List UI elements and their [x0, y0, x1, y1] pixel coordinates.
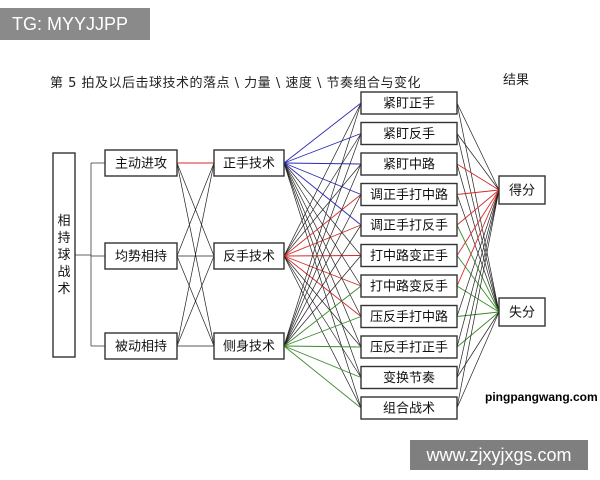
placement-node-label: 紧盯中路	[383, 157, 435, 173]
technique-node: 正手技术	[213, 149, 285, 177]
result-node: 失分	[498, 297, 546, 327]
link-c1-c2	[176, 255, 215, 347]
placement-node: 紧盯反手	[360, 121, 458, 146]
link-c2-c3	[283, 102, 362, 164]
link-c2-c3	[283, 133, 362, 347]
link-c3-c4	[456, 163, 500, 191]
placement-node-label: 组合战术	[383, 402, 435, 417]
stance-node-label: 被动相持	[115, 340, 167, 355]
link-c1-c2	[176, 162, 215, 347]
link-c3-c4	[456, 133, 500, 191]
placement-node: 压反手打正手	[360, 335, 458, 359]
placement-node: 调正手打反手	[360, 213, 458, 237]
link-c2-c3	[283, 133, 362, 164]
technique-node-label: 正手技术	[223, 157, 275, 172]
link-c2-c3	[283, 163, 362, 347]
placement-node-label: 打中路变反手	[370, 279, 448, 295]
placement-node: 紧盯中路	[360, 152, 458, 176]
placement-node-label: 打中路变正手	[370, 248, 448, 264]
stance-node-label: 均势相持	[115, 249, 167, 265]
placement-node: 调正手打中路	[360, 182, 458, 207]
placement-node-label: 压反手打中路	[370, 309, 448, 325]
link-c2-c3	[283, 163, 362, 257]
link-c2-c3	[283, 345, 362, 378]
link-c3-c4	[456, 311, 500, 378]
result-node-label: 失分	[509, 306, 535, 321]
placement-node-label: 紧盯正手	[383, 97, 435, 112]
technique-node-label: 侧身技术	[223, 339, 275, 355]
link-c3-c4	[456, 311, 500, 348]
link-c2-c3	[283, 316, 362, 347]
bottom-watermark: www.zjxyjxgs.com	[410, 440, 588, 470]
link-c3-c4	[456, 189, 500, 287]
link-c3-c4	[456, 189, 500, 378]
stance-node: 均势相持	[104, 242, 178, 270]
link-c2-c3	[283, 255, 362, 378]
link-c2-c3	[283, 345, 362, 348]
placement-node-label: 变换节奏	[383, 370, 435, 386]
link-c3-c4	[456, 189, 500, 256]
link-c2-c3	[283, 255, 362, 347]
link-c3-c4	[456, 102, 500, 191]
result-label: 结果	[503, 73, 530, 88]
link-c2-c3	[283, 194, 362, 347]
link-c2-c3	[283, 255, 362, 409]
site-label: pingpangwang.com	[485, 390, 598, 404]
link-c3-c4	[456, 311, 500, 317]
placement-node-label: 调正手打中路	[370, 187, 448, 203]
placement-node: 打中路变反手	[360, 274, 458, 298]
link-c2-c3	[283, 345, 362, 409]
placement-node: 组合战术	[360, 396, 458, 420]
link-c2-c3	[283, 224, 362, 347]
link-c3-c4	[456, 189, 500, 348]
link-c2-c3	[283, 255, 362, 317]
top-watermark: TG: MYYJJPP	[0, 8, 150, 40]
link-c3-c4	[456, 189, 500, 409]
stance-node-label: 主动进攻	[115, 157, 167, 172]
link-c2-c3	[283, 255, 362, 348]
link-c2-c3	[283, 162, 362, 226]
link-c2-c3	[283, 102, 362, 257]
root-node: 相持球战术	[52, 152, 76, 358]
result-node: 得分	[498, 175, 546, 205]
placement-node: 压反手打中路	[360, 304, 458, 329]
link-c3-c4	[456, 311, 500, 409]
link-c2-c3	[283, 133, 362, 257]
root-node-label: 相持球战术	[57, 214, 70, 297]
technique-node: 反手技术	[213, 242, 285, 270]
result-node-label: 得分	[509, 183, 535, 199]
link-c1-c2	[176, 162, 215, 257]
technique-node-label: 反手技术	[223, 250, 275, 265]
link-c3-c4	[456, 189, 500, 317]
link-c2-c3	[283, 162, 362, 256]
placement-node: 打中路变正手	[360, 243, 458, 268]
placement-node: 紧盯正手	[360, 91, 458, 115]
link-c3-c4	[456, 189, 500, 226]
placement-node-label: 压反手打正手	[370, 341, 448, 356]
placement-node: 变换节奏	[360, 365, 458, 390]
technique-node: 侧身技术	[213, 332, 285, 360]
stance-node: 被动相持	[104, 332, 178, 360]
link-c2-c3	[283, 102, 362, 347]
connector-lines	[75, 102, 500, 409]
link-c2-c3	[283, 162, 362, 165]
link-c2-c3	[283, 285, 362, 347]
placement-node-label: 调正手打反手	[370, 219, 448, 234]
placement-node-label: 紧盯反手	[383, 127, 435, 142]
stance-node: 主动进攻	[104, 149, 178, 177]
diagram-title: 第 5 拍及以后击球技术的落点 \ 力量 \ 速度 \ 节奏组合与变化	[50, 76, 421, 91]
link-c3-c4	[456, 189, 500, 195]
